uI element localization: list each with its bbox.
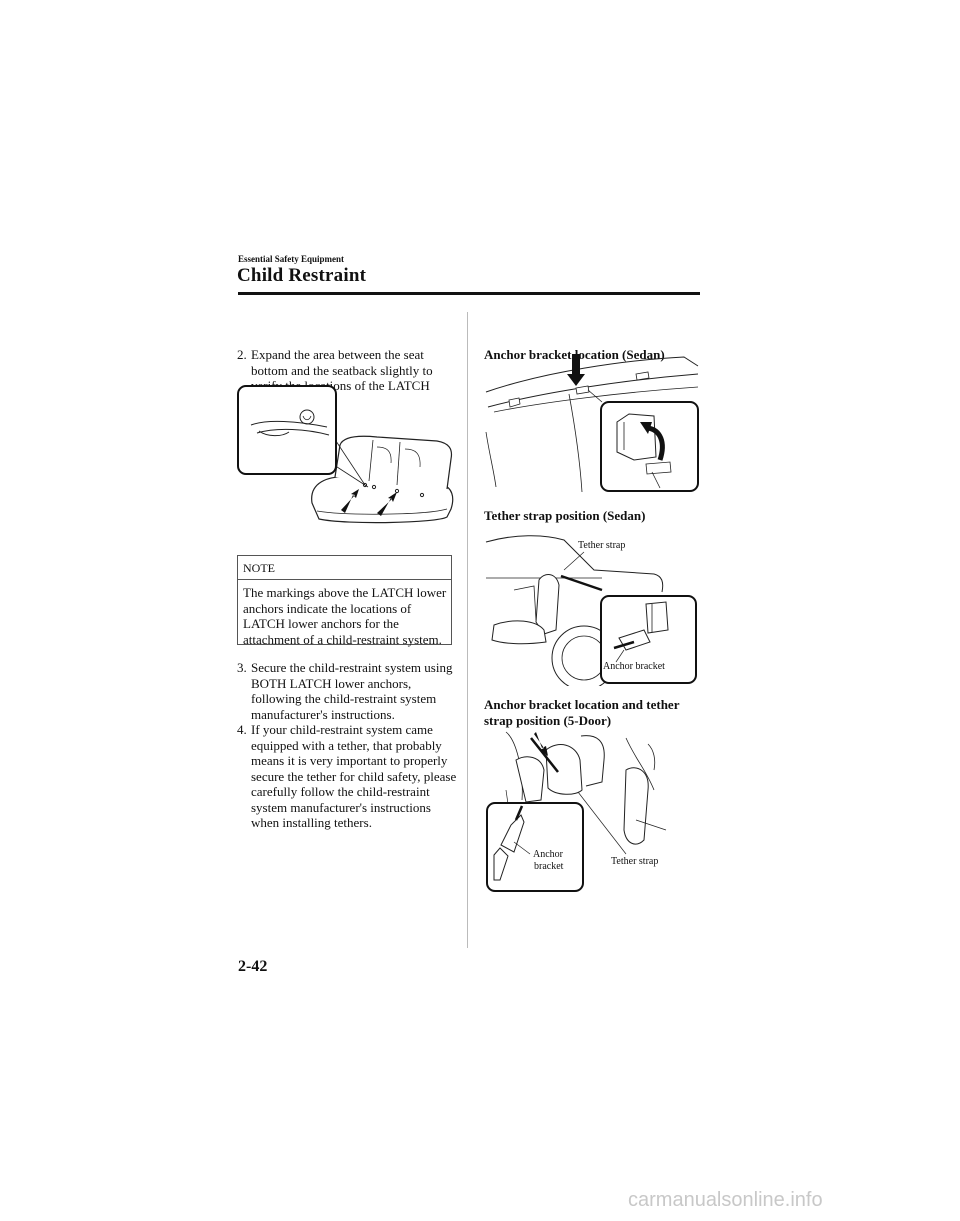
step-3: 3. Secure the child-restraint system usi… (237, 660, 459, 722)
page-number: 2-42 (238, 958, 268, 975)
watermark: carmanualsonline.info (628, 1189, 823, 1211)
step-4: 4. If your child-restraint system came e… (237, 722, 459, 831)
figure-3-tether-label: Tether strap (611, 856, 659, 867)
page-title: Child Restraint (237, 265, 367, 286)
note-heading-text: NOTE (243, 561, 275, 575)
step-4-number: 4. (237, 722, 247, 737)
anchor-bracket-sedan-illustration (485, 354, 699, 493)
note-heading: NOTE (238, 556, 451, 580)
section-label: Essential Safety Equipment (238, 254, 345, 264)
step-4-text: If your child-restraint system came equi… (251, 722, 457, 830)
figure-3-anchor-label-line2: bracket (534, 861, 564, 872)
step-3-text: Secure the child-restraint system using … (251, 660, 453, 722)
figure-3-caption: Anchor bracket location and tether strap… (484, 697, 680, 728)
step-2-number: 2. (237, 347, 247, 362)
figure-2-tether-label: Tether strap (578, 540, 626, 551)
anchor-tether-5door-illustration (486, 731, 667, 892)
rear-seat-latch-illustration (237, 385, 454, 524)
column-divider (467, 312, 468, 948)
note-box: NOTE The markings above the LATCH lower … (237, 555, 452, 647)
figure-2-anchor-label: Anchor bracket (603, 661, 665, 672)
step-3-number: 3. (237, 660, 247, 675)
note-body: The markings above the LATCH lower ancho… (243, 585, 447, 647)
title-rule (238, 292, 700, 295)
figure-2-caption: Tether strap position (Sedan) (484, 508, 646, 523)
figure-3-anchor-label-line1: Anchor (533, 849, 563, 860)
tether-strap-sedan-illustration (485, 535, 697, 686)
